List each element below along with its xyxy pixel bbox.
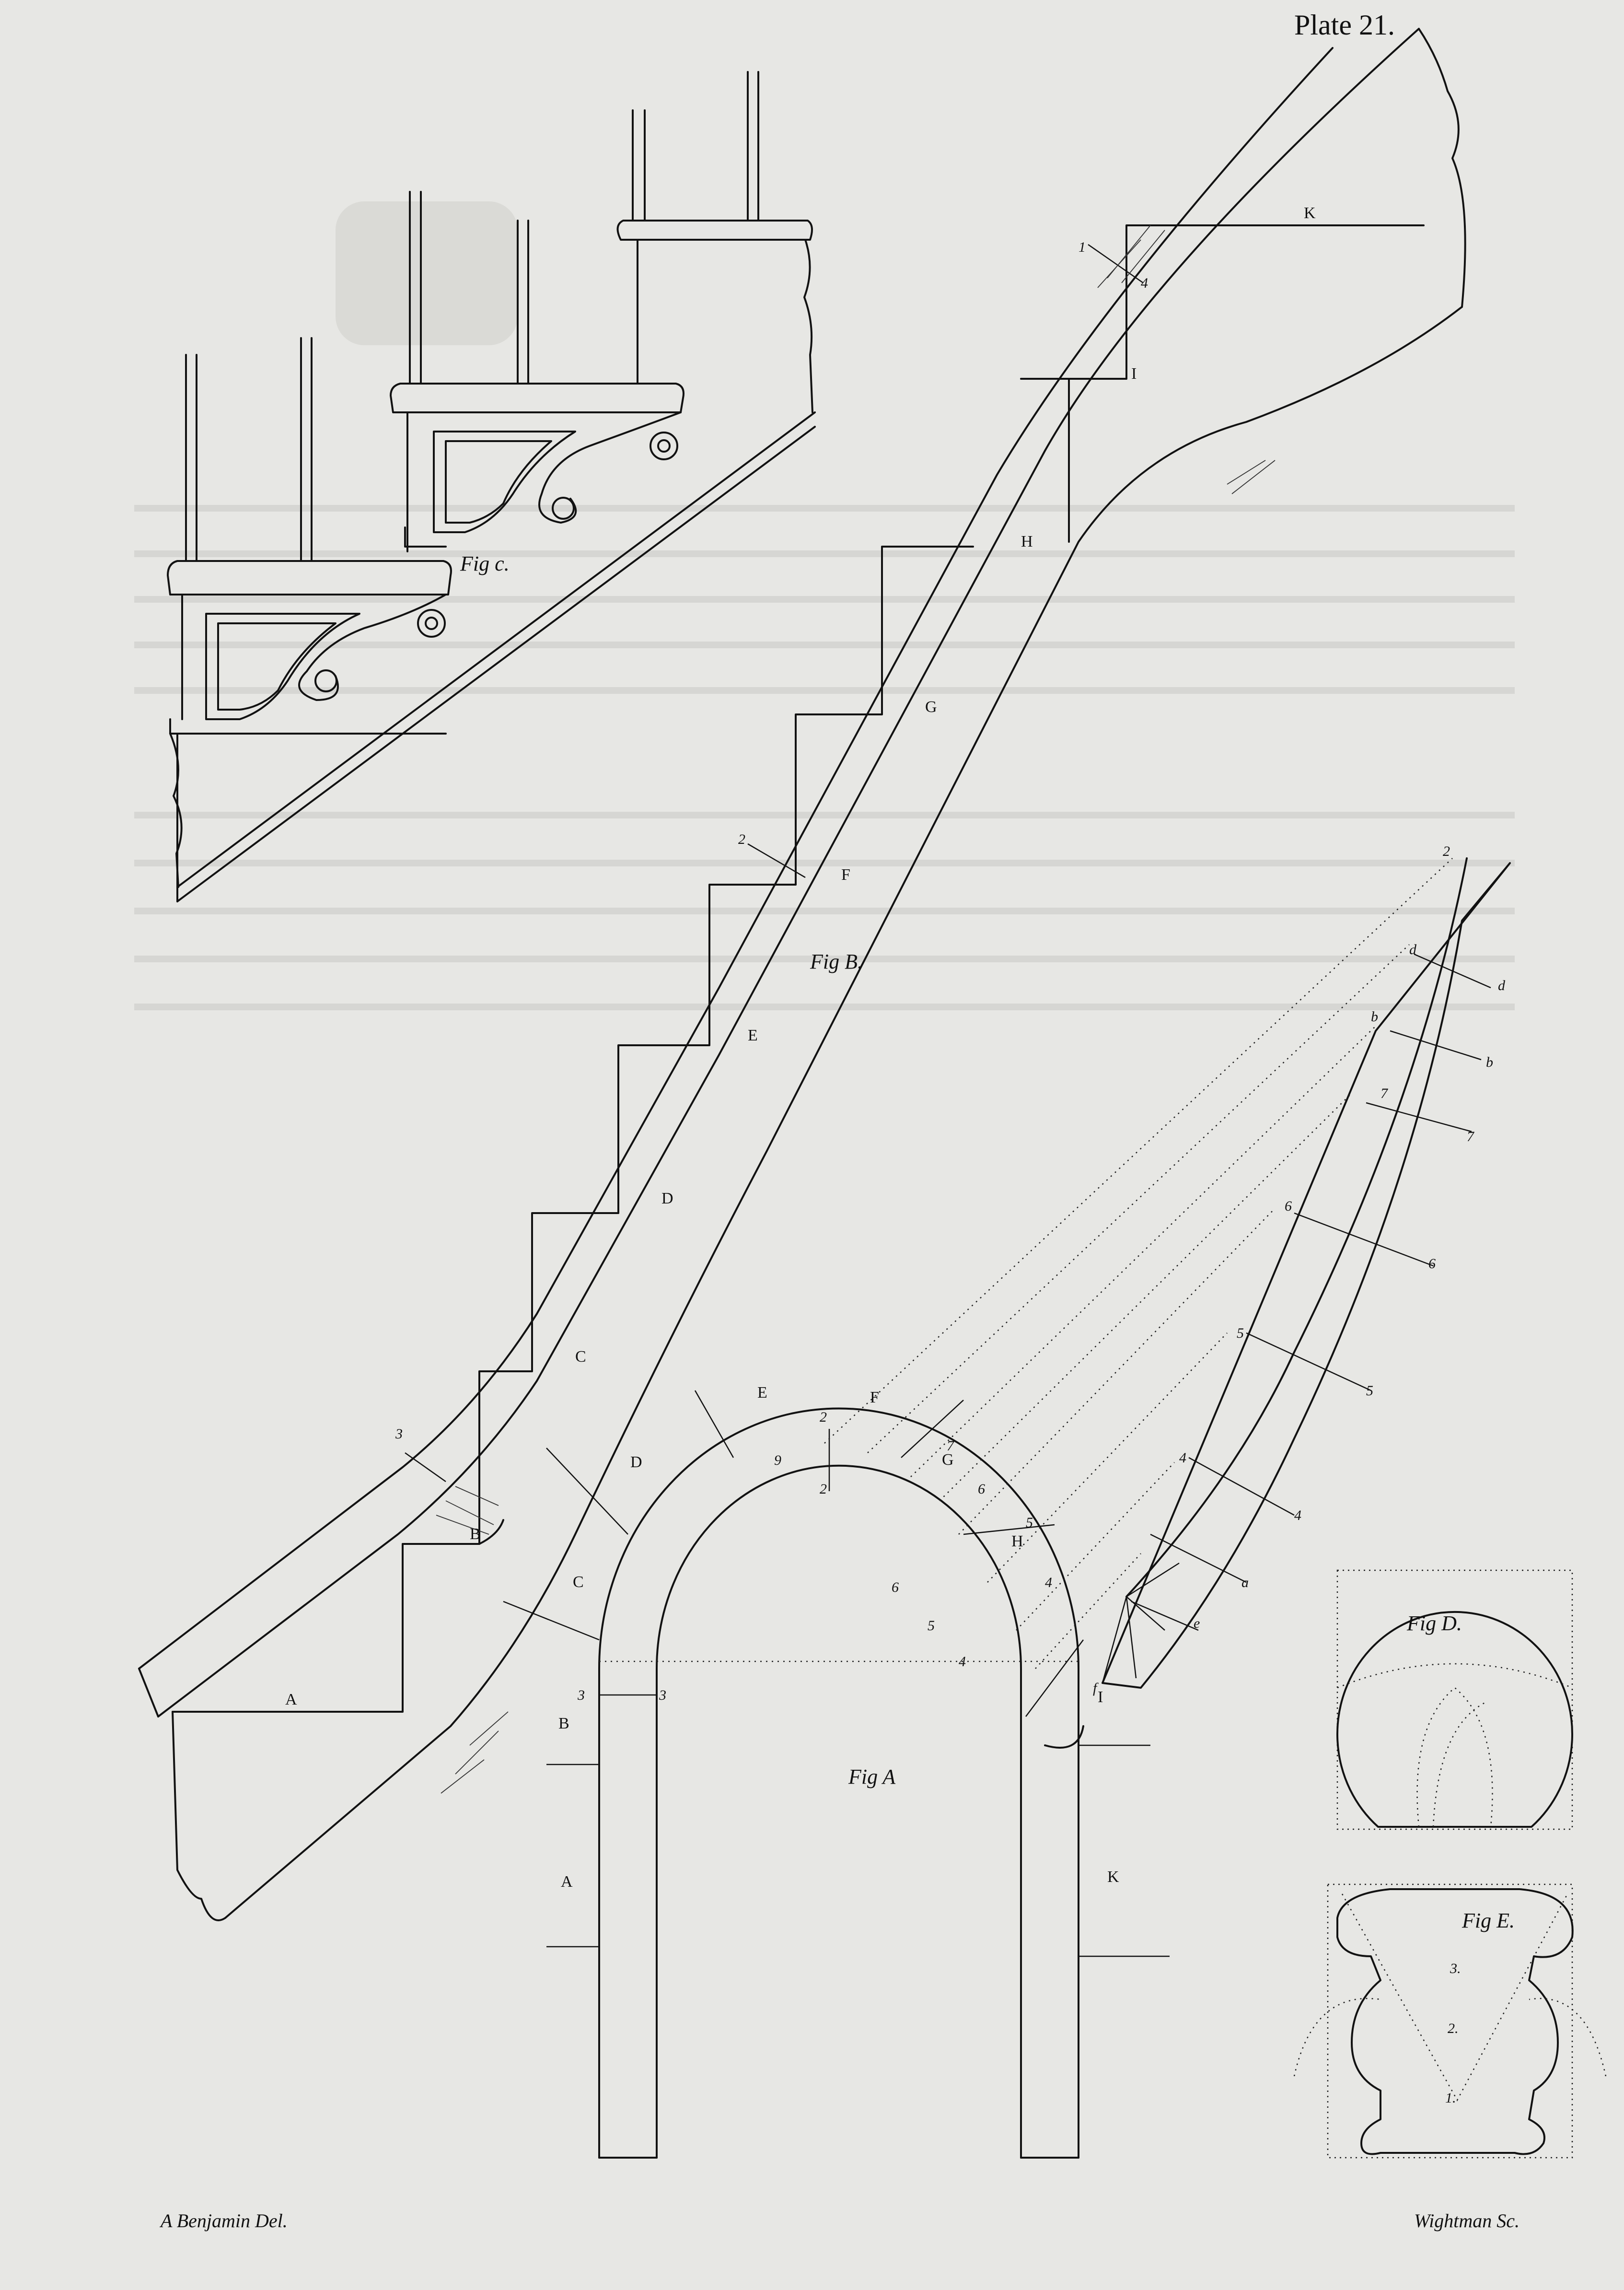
radial-label-c: C (573, 1573, 584, 1591)
fig-e-number-3: 3. (1450, 1961, 1461, 1976)
fig-b-label: Fig B. (810, 950, 863, 973)
curve-number-5: 5 (1237, 1325, 1244, 1341)
arch-number-7: 7 (947, 1438, 955, 1454)
fig-e-drawing (1293, 1883, 1607, 2159)
jamb-label-k: K (1107, 1868, 1119, 1886)
plate-title: Plate 21. (1294, 9, 1395, 41)
curve-letter-d: d (1409, 942, 1417, 958)
fig-c-drawing (167, 71, 816, 902)
curve-number-6-outer: 6 (1428, 1256, 1436, 1272)
arch-number-5-inner: 5 (928, 1618, 935, 1634)
fig-e-number-2: 2. (1448, 2021, 1459, 2036)
cut-number-3: 3 (395, 1426, 403, 1442)
fig-e-label: Fig E. (1462, 1909, 1515, 1932)
radial-label-b: B (558, 1715, 569, 1732)
curve-number-5-outer: 5 (1366, 1383, 1373, 1399)
radial-label-i: I (1098, 1688, 1103, 1706)
cut-number-2: 2 (738, 831, 745, 847)
arch-number-4: 4 (1045, 1575, 1052, 1590)
arch-number-3-right: 3 (659, 1687, 666, 1703)
radial-label-g: G (942, 1451, 954, 1469)
step-label-g: G (925, 698, 937, 716)
curve-letter-d-outer: d (1498, 978, 1506, 993)
arch-number-2-inner: 2 (820, 1481, 827, 1497)
step-label-a: A (285, 1691, 297, 1708)
fig-a-label: Fig A (848, 1765, 896, 1788)
curve-letter-a: a (1241, 1575, 1249, 1590)
radial-label-e: E (757, 1384, 767, 1402)
arch-number-9: 9 (774, 1452, 781, 1468)
arch-number-2-outer: 2 (820, 1409, 827, 1425)
arch-number-4-inner: 4 (959, 1654, 966, 1670)
step-label-c: C (575, 1348, 586, 1366)
curve-letter-b-outer: b (1486, 1054, 1493, 1070)
jamb-label-a: A (561, 1873, 573, 1891)
step-label-f: F (841, 866, 850, 884)
fig-e-number-1: 1. (1445, 2090, 1456, 2106)
curve-number-4-outer: 4 (1294, 1507, 1301, 1523)
arch-number-6-inner: 6 (892, 1579, 899, 1595)
step-label-k: K (1304, 204, 1316, 222)
fig-d-label: Fig D. (1406, 1612, 1462, 1635)
curve-number-7: 7 (1380, 1086, 1389, 1101)
step-label-i: I (1131, 365, 1137, 383)
fig-a-drawing (503, 857, 1511, 2159)
curve-number-7-outer: 7 (1467, 1129, 1475, 1145)
radial-label-d: D (630, 1453, 642, 1471)
fig-b-drawing (138, 28, 1466, 1921)
arch-number-5: 5 (1026, 1515, 1033, 1531)
radial-label-f: F (870, 1389, 879, 1406)
credit-engraver: Wightman Sc. (1414, 2210, 1520, 2232)
curve-number-6: 6 (1285, 1198, 1292, 1214)
curve-letter-e: e (1194, 1615, 1200, 1631)
step-label-d: D (661, 1190, 673, 1207)
arch-number-3-left: 3 (577, 1687, 585, 1703)
arch-number-6: 6 (978, 1481, 985, 1497)
bleed-through (134, 201, 1515, 1010)
cut-number-1: 1 (1079, 239, 1086, 255)
cut-number-4: 4 (1141, 275, 1148, 291)
step-label-b: B (470, 1525, 481, 1543)
curve-number-2: 2 (1443, 843, 1450, 859)
curve-letter-b: b (1371, 1009, 1378, 1025)
credit-delineator: A Benjamin Del. (159, 2210, 288, 2232)
step-label-h: H (1021, 533, 1033, 550)
fig-c-label: Fig c. (460, 552, 510, 575)
step-label-e: E (748, 1027, 758, 1044)
curve-number-4: 4 (1179, 1450, 1186, 1466)
fig-d-drawing (1336, 1569, 1573, 1830)
radial-label-h: H (1011, 1532, 1023, 1550)
